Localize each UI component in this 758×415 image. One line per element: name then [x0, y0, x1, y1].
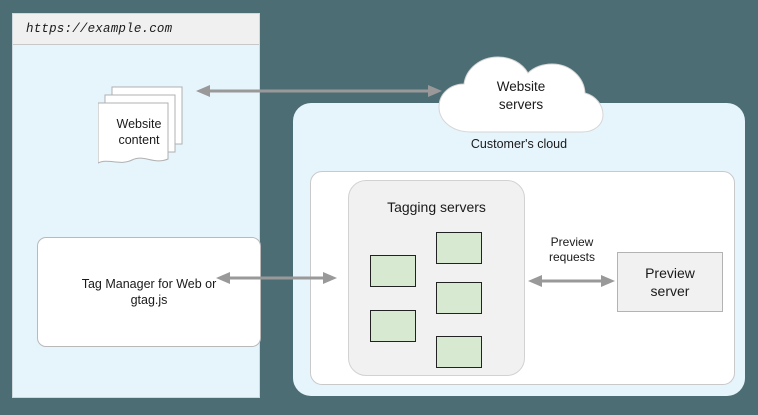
- tag-manager-line2: gtag.js: [130, 293, 168, 307]
- preview-requests-line2: requests: [548, 250, 596, 264]
- browser-url-bar[interactable]: https://example.com: [13, 14, 259, 45]
- tagging-servers-box: Tagging servers: [348, 180, 525, 376]
- website-content-document-stack: Website content: [98, 76, 198, 176]
- website-content-label: Website content: [98, 116, 180, 148]
- preview-server-box: Preview server: [617, 252, 723, 312]
- website-servers-label: Website servers: [437, 78, 605, 114]
- tagging-server-node: [436, 336, 482, 368]
- customer-cloud-label: Customer's cloud: [470, 137, 568, 151]
- tag-manager-box: Tag Manager for Web or gtag.js: [37, 237, 261, 347]
- tag-manager-line1: Tag Manager for Web or: [81, 277, 217, 291]
- tagging-server-node: [370, 255, 416, 287]
- tagging-servers-title: Tagging servers: [387, 199, 486, 215]
- url-text: https://example.com: [26, 22, 173, 36]
- preview-requests-line1: Preview: [550, 235, 594, 249]
- website-content-line2: content: [118, 133, 160, 147]
- browser-panel: https://example.com Website content Tag …: [12, 13, 261, 398]
- preview-requests-label: Preview requests: [529, 235, 615, 265]
- website-servers-line1: Website: [496, 79, 546, 94]
- preview-server-line1: Preview: [645, 265, 695, 281]
- tagging-server-node: [436, 232, 482, 264]
- tagging-server-node: [436, 282, 482, 314]
- tag-manager-label: Tag Manager for Web or gtag.js: [59, 276, 239, 308]
- tagging-server-node: [370, 310, 416, 342]
- website-servers-line2: servers: [498, 97, 544, 112]
- website-servers-cloud: Website servers: [437, 52, 605, 134]
- website-content-line1: Website: [116, 117, 162, 131]
- preview-server-label: Preview server: [645, 264, 695, 300]
- preview-server-line2: server: [650, 283, 690, 299]
